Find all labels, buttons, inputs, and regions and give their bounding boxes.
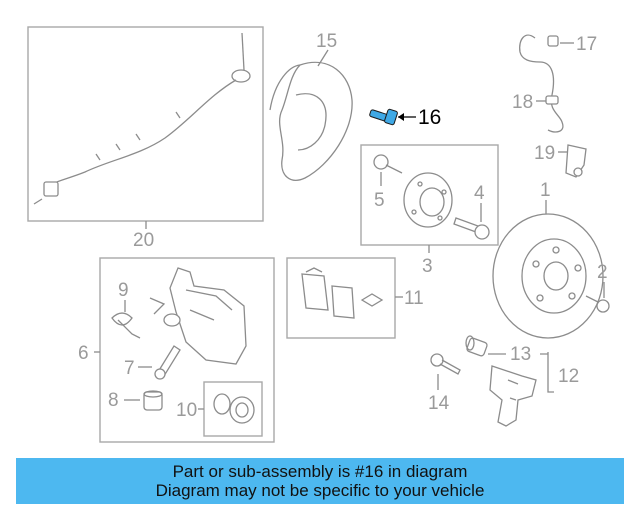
- callout-4: 4: [474, 183, 485, 204]
- group-16-bolt: 16: [369, 106, 441, 129]
- callout-11: 11: [404, 288, 424, 309]
- screw-2-head: [596, 299, 610, 313]
- callout-5: 5: [374, 190, 385, 211]
- hub-stud-2: [441, 189, 447, 195]
- group-6-caliper: 6 9 7 8 10: [78, 257, 275, 443]
- bleeder-7-cap: [154, 368, 166, 380]
- group-17-18-wear-sensor: 17 18: [512, 34, 597, 133]
- grommet: [231, 69, 251, 83]
- box-6: [99, 257, 275, 443]
- carrier-12: [489, 365, 537, 427]
- callout-14: 14: [428, 393, 450, 414]
- rotor-hole-2: [574, 264, 582, 272]
- spring-9: [111, 312, 133, 326]
- hub-stud-4: [411, 209, 417, 215]
- bushing-13-end: [465, 335, 475, 351]
- harness-wire: [51, 79, 237, 185]
- arrow-16: [398, 113, 404, 121]
- sensor-tip: [33, 198, 43, 205]
- banner-line-2: Diagram may not be specific to your vehi…: [155, 481, 485, 500]
- group-11-pads: 11: [286, 257, 424, 339]
- rotor-hole-4: [536, 294, 544, 302]
- caliper-ribs: [185, 289, 233, 321]
- callout-10: 10: [176, 400, 197, 421]
- group-15-dust-shield: 15: [269, 31, 353, 181]
- box-20: [27, 26, 264, 222]
- hub-stud-1: [417, 181, 423, 187]
- callout-13: 13: [510, 344, 531, 365]
- hub-center: [419, 187, 445, 217]
- callout-12: 12: [558, 366, 579, 387]
- seal-10b-inner: [235, 402, 249, 418]
- screw-2-shank: [585, 295, 599, 303]
- pad-inner: [301, 273, 329, 311]
- rotor-hat: [521, 238, 587, 314]
- axle-nut-4: [474, 224, 490, 240]
- bolt-14-shank: [439, 359, 461, 375]
- wear-sensor-plug: [547, 35, 559, 47]
- callout-19: 19: [534, 143, 555, 164]
- caliper-body: [169, 267, 247, 365]
- pad-clip: [360, 293, 384, 307]
- group-20-abs-harness: 20: [27, 26, 264, 251]
- leader-15: [317, 49, 329, 67]
- banner-line-1: Part or sub-assembly is #16 in diagram: [172, 462, 468, 481]
- harness-clips: [95, 111, 181, 161]
- callout-20: 20: [133, 230, 154, 251]
- callout-15: 15: [316, 31, 337, 52]
- caliper-piston-boot: [163, 313, 181, 327]
- axle-nut-4-shank: [453, 217, 479, 233]
- box-11: [286, 257, 396, 339]
- group-2-rotor-screw: 2: [585, 262, 610, 313]
- wear-sensor-wire-lower: [547, 94, 564, 133]
- group-12-13-14-carrier: 14 13 12: [428, 335, 579, 427]
- dust-shield: [278, 61, 353, 181]
- rotor-hole-5: [532, 260, 540, 268]
- dust-shield-edge: [269, 64, 301, 111]
- callout-1: 1: [540, 180, 551, 201]
- spring-9-wire: [117, 319, 141, 339]
- leader-13: [488, 352, 554, 393]
- callout-16: 16: [418, 106, 441, 129]
- bleeder-line: [149, 297, 166, 315]
- pad-outer: [331, 285, 355, 319]
- callout-8: 8: [108, 390, 119, 411]
- seal-10b: [229, 396, 255, 424]
- cap-8-top: [143, 390, 163, 398]
- bushing-13: [466, 337, 488, 357]
- wear-sensor-wire-upper: [519, 34, 555, 96]
- callout-17: 17: [576, 34, 597, 55]
- callout-6: 6: [78, 343, 89, 364]
- group-1-rotor: 1: [492, 180, 604, 339]
- dust-shield-inner: [295, 93, 327, 151]
- bolt-16-head: [384, 108, 398, 126]
- group-19-speed-sensor: 19: [534, 143, 587, 178]
- speed-sensor-mount: [573, 167, 583, 177]
- pad-inner-tab: [305, 267, 323, 273]
- bolt-5-head: [373, 154, 389, 170]
- rotor-center: [543, 261, 569, 291]
- bolt-5-shank: [385, 164, 403, 174]
- carrier-12-detail: [507, 379, 519, 401]
- info-banner: Part or sub-assembly is #16 in diagram D…: [16, 458, 624, 504]
- sensor-connector: [43, 181, 59, 197]
- cap-8: [143, 391, 163, 411]
- seal-10a: [213, 393, 231, 415]
- rotor-hole-1: [552, 246, 560, 254]
- harness-wire-top: [241, 32, 245, 71]
- callout-18: 18: [512, 92, 533, 113]
- group-3-hub: 5 4 3: [360, 144, 499, 277]
- rotor-hole-3: [568, 292, 576, 300]
- wear-sensor-clip: [545, 95, 559, 105]
- callout-3: 3: [422, 256, 433, 277]
- callout-2: 2: [597, 262, 608, 283]
- hub-stud-3: [437, 215, 443, 221]
- callout-7: 7: [124, 358, 135, 379]
- callout-9: 9: [118, 280, 129, 301]
